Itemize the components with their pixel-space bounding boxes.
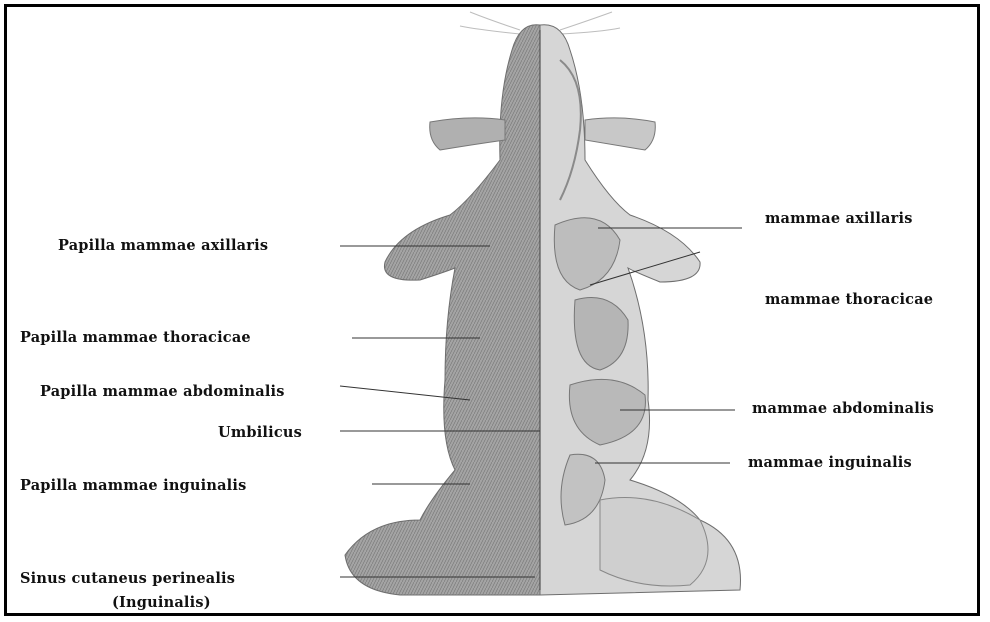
label-sinus-cutaneus: Sinus cutaneus perinealis [20, 570, 235, 587]
label-sinus-inguinalis: (Inguinalis) [112, 594, 211, 611]
label-mammae-abdominalis: mammae abdominalis [752, 400, 934, 417]
skinned-side [540, 25, 741, 595]
label-papilla-abdominalis: Papilla mammae abdominalis [40, 383, 285, 400]
label-papilla-axillaris: Papilla mammae axillaris [58, 237, 268, 254]
label-papilla-inguinalis: Papilla mammae inguinalis [20, 477, 246, 494]
label-mammae-axillaris: mammae axillaris [765, 210, 913, 227]
label-mammae-inguinalis: mammae inguinalis [748, 454, 912, 471]
fur-side [345, 25, 540, 595]
label-mammae-thoracicae: mammae thoracicae [765, 291, 933, 308]
label-umbilicus: Umbilicus [218, 424, 302, 441]
label-papilla-thoracicae: Papilla mammae thoracicae [20, 329, 251, 346]
